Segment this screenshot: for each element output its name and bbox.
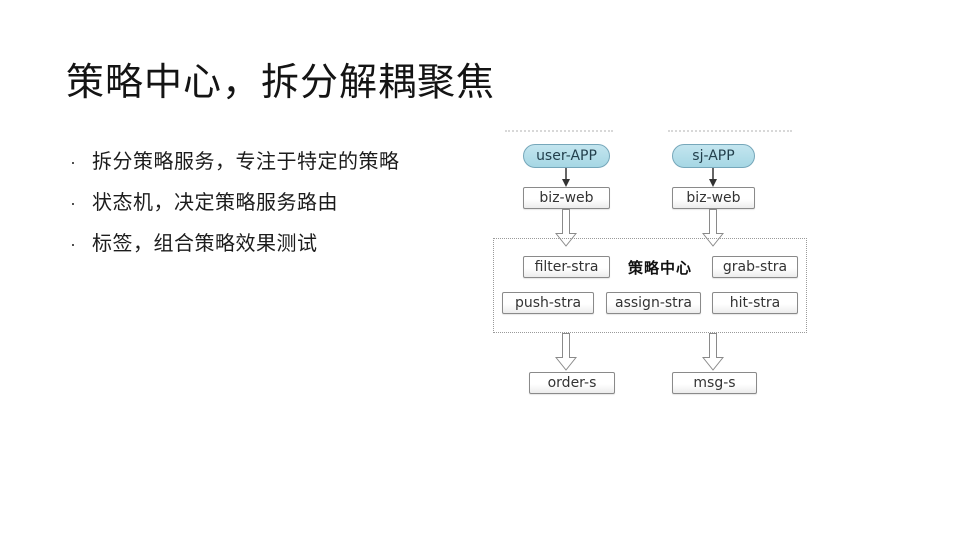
- node-user-app: user-APP: [523, 144, 610, 168]
- cropped-dash-artifact: [505, 130, 613, 132]
- arrow-down-icon: [562, 168, 570, 187]
- block-arrow-down-icon: [702, 333, 724, 371]
- bullet-item: · 标签，组合策略效果测试: [70, 232, 400, 256]
- block-arrow-down-icon: [702, 209, 724, 247]
- node-sj-app: sj-APP: [672, 144, 755, 168]
- slide-title: 策略中心，拆分解耦聚焦: [66, 62, 496, 104]
- node-biz-web-right: biz-web: [672, 187, 755, 209]
- strategy-center-label: 策略中心: [627, 259, 692, 277]
- bullet-text: 拆分策略服务，专注于特定的策略: [92, 151, 400, 173]
- node-hit-stra: hit-stra: [712, 292, 798, 314]
- bullet-marker: ·: [70, 152, 76, 172]
- arrow-down-icon: [709, 168, 717, 187]
- node-biz-web-left: biz-web: [523, 187, 610, 209]
- block-arrow-down-icon: [555, 333, 577, 371]
- node-grab-stra: grab-stra: [712, 256, 798, 278]
- bullet-text: 标签，组合策略效果测试: [92, 233, 318, 255]
- strategy-center-group: [493, 238, 807, 333]
- block-arrow-down-icon: [555, 209, 577, 247]
- cropped-dash-artifact: [668, 130, 792, 132]
- node-msg-s: msg-s: [672, 372, 757, 394]
- node-assign-stra: assign-stra: [606, 292, 701, 314]
- bullet-text: 状态机，决定策略服务路由: [92, 192, 338, 214]
- node-push-stra: push-stra: [502, 292, 594, 314]
- bullet-list: · 拆分策略服务，专注于特定的策略 · 状态机，决定策略服务路由 · 标签，组合…: [70, 150, 400, 273]
- node-order-s: order-s: [529, 372, 615, 394]
- bullet-item: · 状态机，决定策略服务路由: [70, 191, 400, 215]
- node-filter-stra: filter-stra: [523, 256, 610, 278]
- bullet-item: · 拆分策略服务，专注于特定的策略: [70, 150, 400, 174]
- bullet-marker: ·: [70, 234, 76, 254]
- bullet-marker: ·: [70, 193, 76, 213]
